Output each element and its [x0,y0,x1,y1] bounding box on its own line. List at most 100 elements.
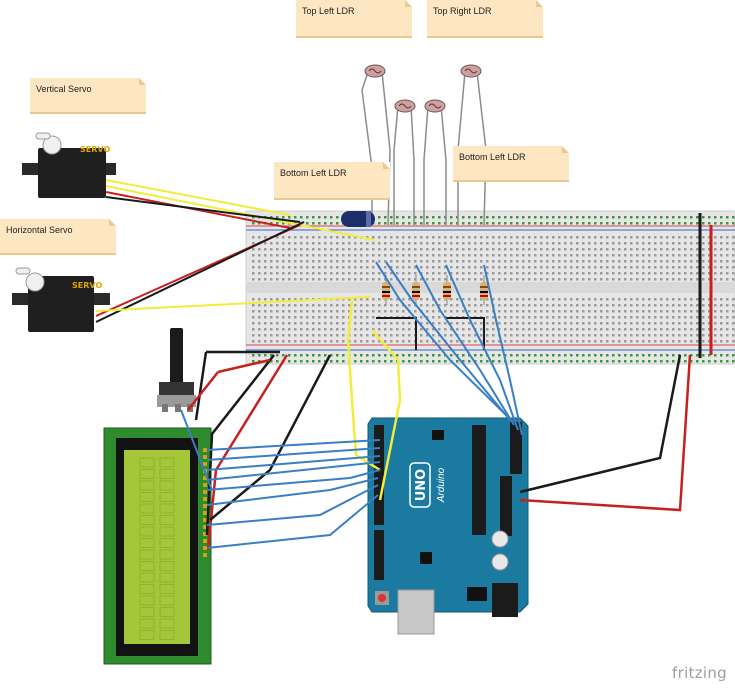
signal-wires-blue [180,261,523,549]
breadboard-hole [252,310,255,313]
breadboard-hole [318,242,321,245]
breadboard-hole [366,254,369,257]
breadboard-hole [618,340,621,343]
breadboard-hole [534,216,537,219]
breadboard-hole [318,266,321,269]
breadboard-hole [408,260,411,263]
breadboard-hole [606,354,609,357]
breadboard-hole [720,248,723,251]
breadboard-hole [732,222,735,225]
breadboard-hole [306,360,309,363]
breadboard-hole [318,248,321,251]
breadboard-hole [282,236,285,239]
breadboard-hole [630,340,633,343]
breadboard-hole [714,316,717,319]
breadboard-hole [618,354,621,357]
breadboard-hole [318,328,321,331]
breadboard-hole [414,222,417,225]
breadboard-hole [696,278,699,281]
breadboard-hole [648,272,651,275]
breadboard-hole [282,298,285,301]
breadboard-hole [336,260,339,263]
breadboard-hole [318,222,321,225]
breadboard-hole [570,322,573,325]
breadboard-hole [426,322,429,325]
breadboard-hole [552,254,555,257]
breadboard-hole [606,316,609,319]
breadboard-hole [558,328,561,331]
breadboard-hole [606,254,609,257]
breadboard-hole [378,216,381,219]
breadboard-hole [708,242,711,245]
breadboard-hole [450,354,453,357]
breadboard-hole [396,304,399,307]
breadboard-hole [252,322,255,325]
breadboard-hole [360,254,363,257]
breadboard-hole [402,340,405,343]
breadboard-hole [264,248,267,251]
breadboard-hole [342,360,345,363]
breadboard-hole [600,340,603,343]
breadboard-hole [702,236,705,239]
breadboard-hole [630,216,633,219]
breadboard-hole [462,236,465,239]
breadboard-hole [636,242,639,245]
breadboard-hole [714,360,717,363]
breadboard-hole [552,328,555,331]
breadboard-hole [300,354,303,357]
breadboard-hole [504,278,507,281]
lcd-cell [159,457,175,468]
breadboard-hole [426,304,429,307]
breadboard-hole [426,272,429,275]
breadboard-hole [444,254,447,257]
breadboard-hole [282,322,285,325]
breadboard-hole [540,316,543,319]
breadboard-hole [546,298,549,301]
breadboard-hole [306,216,309,219]
breadboard-hole [534,340,537,343]
breadboard-hole [276,216,279,219]
breadboard-hole [588,304,591,307]
breadboard-hole [660,216,663,219]
breadboard-hole [606,266,609,269]
breadboard-hole [426,354,429,357]
breadboard-hole [252,242,255,245]
breadboard-hole [414,278,417,281]
breadboard-hole [540,298,543,301]
breadboard-hole [654,328,657,331]
breadboard-hole [462,248,465,251]
breadboard-hole [624,242,627,245]
breadboard-hole [486,360,489,363]
breadboard-hole [522,236,525,239]
breadboard-hole [504,236,507,239]
breadboard-hole [558,272,561,275]
lcd-cell [139,503,155,514]
breadboard-hole [642,334,645,337]
breadboard-hole [354,254,357,257]
breadboard-hole [648,278,651,281]
breadboard-hole [636,260,639,263]
breadboard-hole [642,236,645,239]
breadboard-hole [348,266,351,269]
breadboard-hole [474,260,477,263]
breadboard-hole [672,248,675,251]
breadboard-hole [522,278,525,281]
breadboard-hole [288,316,291,319]
breadboard-hole [504,340,507,343]
breadboard-hole [492,266,495,269]
breadboard-hole [576,328,579,331]
breadboard-hole [504,316,507,319]
breadboard-hole [612,216,615,219]
breadboard-hole [432,272,435,275]
breadboard-hole [276,304,279,307]
breadboard-hole [714,216,717,219]
breadboard-hole [540,304,543,307]
breadboard-hole [684,272,687,275]
breadboard-hole [648,298,651,301]
breadboard-hole [480,328,483,331]
breadboard-hole [324,222,327,225]
breadboard-hole [426,298,429,301]
breadboard-hole [498,354,501,357]
breadboard-hole [390,236,393,239]
breadboard-hole [630,322,633,325]
